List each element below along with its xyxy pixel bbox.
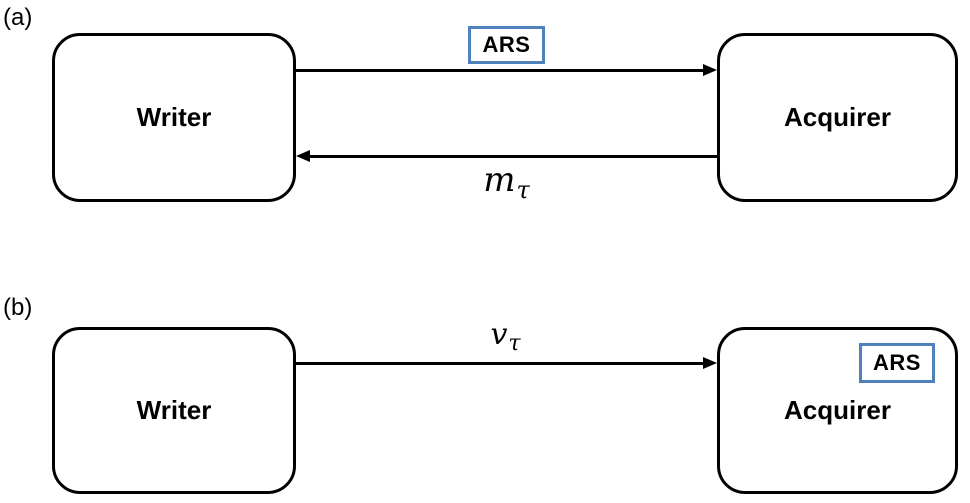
- panel-a-return-label-base: m: [483, 160, 516, 200]
- panel-a-writer-label: Writer: [136, 102, 212, 132]
- panel-b-ars-tag-label: ARS: [873, 350, 921, 375]
- panel-b-ars-tag-box: ARS: [859, 343, 935, 383]
- panel-a-acquirer-box: Acquirer: [717, 33, 958, 202]
- panel-b-acquirer-box: Acquirer ARS: [717, 327, 958, 494]
- panel-a-return-arrowhead-icon: [296, 150, 310, 162]
- panel-b-writer-label: Writer: [136, 395, 212, 425]
- panel-a-return-label-subscript: τ: [516, 176, 530, 204]
- panel-a-label: (a): [3, 4, 33, 31]
- panel-a-return-arrow-label: mτ: [451, 160, 561, 202]
- panel-b-forward-arrow-line: [296, 361, 705, 365]
- panel-b-writer-box: Writer: [52, 327, 296, 494]
- panel-a-ars-tag-label: ARS: [482, 32, 531, 57]
- panel-b-acquirer-label: Acquirer: [784, 395, 891, 425]
- panel-a-writer-box: Writer: [52, 33, 296, 202]
- panel-b-label: (b): [3, 294, 33, 321]
- panel-a-return-arrow-line: [308, 154, 717, 158]
- panel-b-forward-arrow-label: vτ: [450, 317, 560, 355]
- panel-a-forward-arrow-line: [296, 68, 705, 72]
- panel-a-ars-tag-box: ARS: [468, 26, 545, 64]
- panel-a-forward-arrowhead-icon: [703, 64, 717, 76]
- panel-b-forward-label-subscript: τ: [508, 331, 521, 356]
- panel-b-forward-arrowhead-icon: [703, 357, 717, 369]
- panel-b-forward-label-base: v: [490, 317, 508, 352]
- panel-a-acquirer-label: Acquirer: [784, 102, 891, 132]
